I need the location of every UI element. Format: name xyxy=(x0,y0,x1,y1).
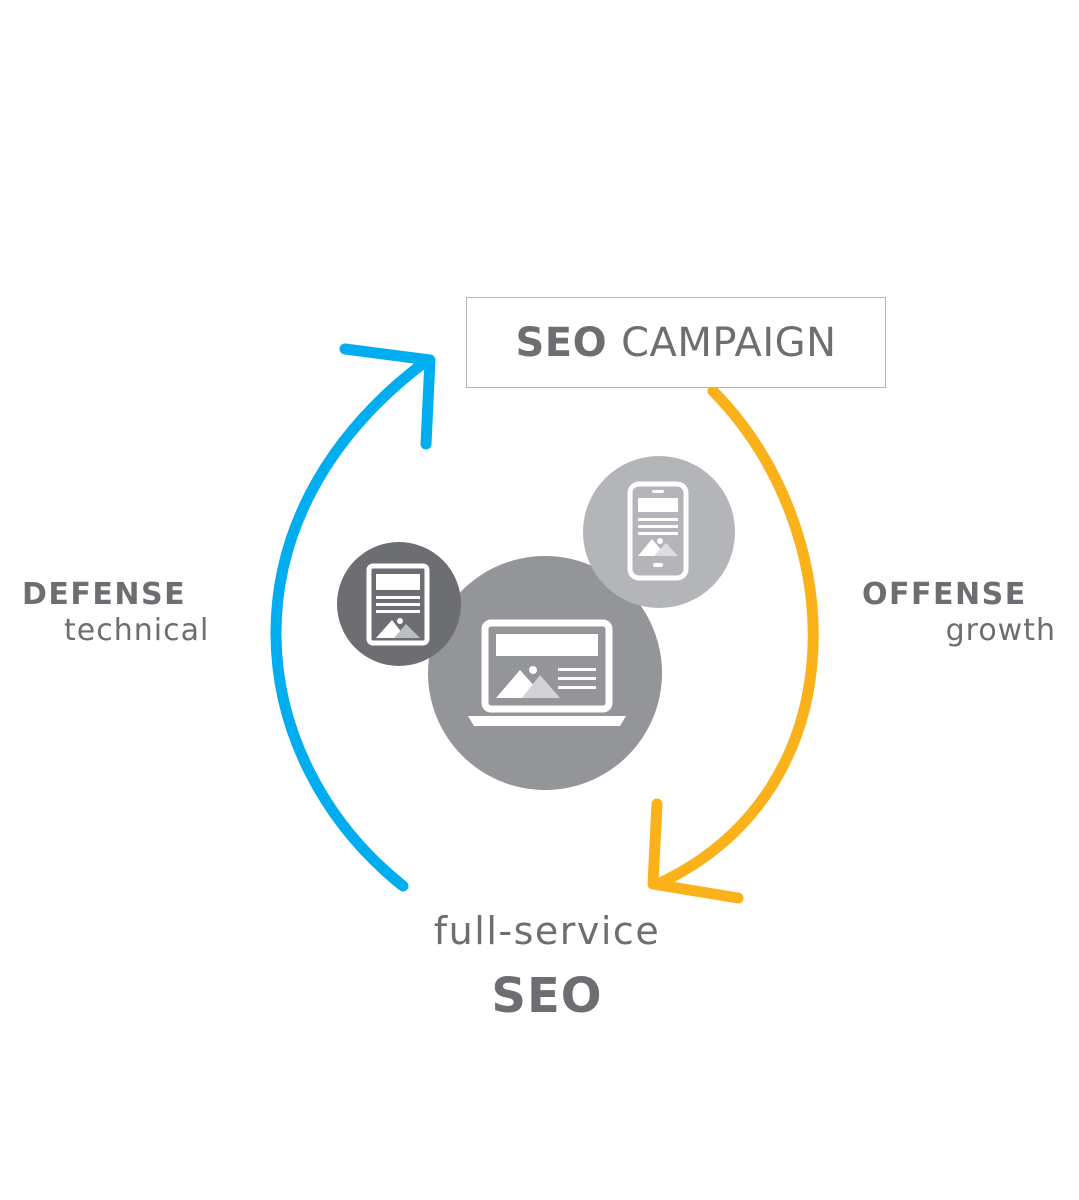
core-title: SEO xyxy=(491,968,603,1024)
defense-title: DEFENSE xyxy=(22,577,187,612)
seo-campaign-box: SEO CAMPAIGN xyxy=(466,297,886,388)
core-subtitle: full-service xyxy=(433,909,661,953)
defense-subtitle: technical xyxy=(64,613,210,648)
offense-subtitle: growth xyxy=(945,613,1056,648)
offense-arrow xyxy=(647,385,819,904)
offense-label: OFFENSE growth xyxy=(862,577,1062,649)
campaign-bold-text: SEO xyxy=(515,319,608,366)
full-service-seo-label: full-service SEO xyxy=(397,908,697,1024)
offense-title: OFFENSE xyxy=(862,577,1027,612)
laptop-icon xyxy=(428,556,662,790)
campaign-light-text: CAMPAIGN xyxy=(621,319,837,366)
mobile-phone-icon xyxy=(583,456,735,608)
defense-label: DEFENSE technical xyxy=(22,577,222,649)
tablet-icon xyxy=(337,542,461,666)
defense-arrow xyxy=(270,343,436,892)
